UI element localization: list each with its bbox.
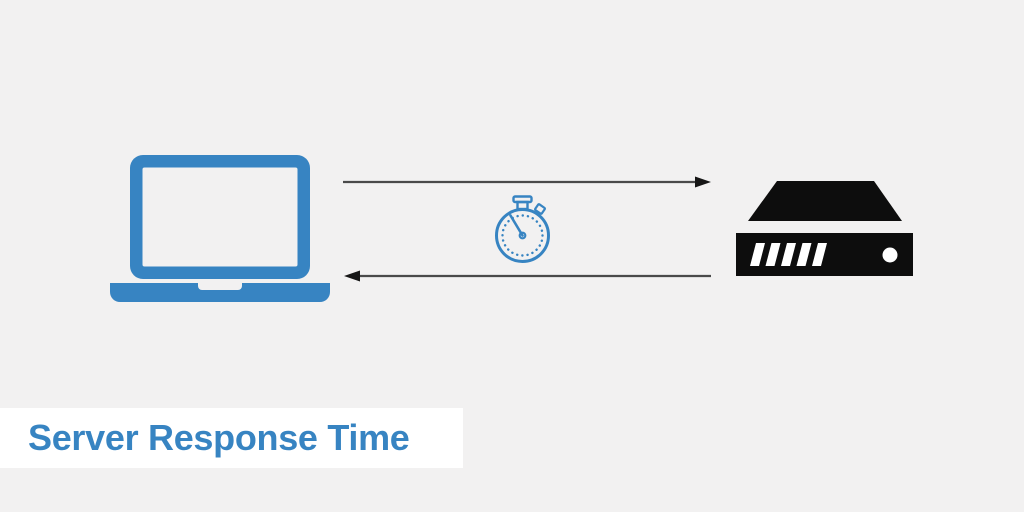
- response-arrow-head: [344, 270, 360, 282]
- title-band: Server Response Time: [0, 408, 463, 468]
- server-indicator-light: [882, 247, 898, 263]
- request-arrow-head: [695, 176, 711, 188]
- stopwatch-ticks: [501, 214, 544, 257]
- stopwatch-icon: [495, 195, 550, 263]
- request-arrow-right-icon: [343, 176, 711, 188]
- stopwatch-face: [495, 208, 550, 263]
- response-arrow-left-icon: [344, 270, 711, 282]
- laptop-base-notch: [198, 283, 242, 290]
- stopwatch-center-pin: [518, 231, 527, 240]
- page-title: Server Response Time: [28, 417, 410, 458]
- laptop-base: [110, 283, 330, 302]
- stopwatch-crown-stem: [516, 200, 529, 211]
- server-icon: [736, 181, 913, 276]
- server-vents: [750, 243, 827, 266]
- server-top: [748, 181, 902, 221]
- stopwatch-side-button: [534, 203, 546, 215]
- laptop-screen: [142, 167, 298, 267]
- laptop-icon: [110, 155, 330, 302]
